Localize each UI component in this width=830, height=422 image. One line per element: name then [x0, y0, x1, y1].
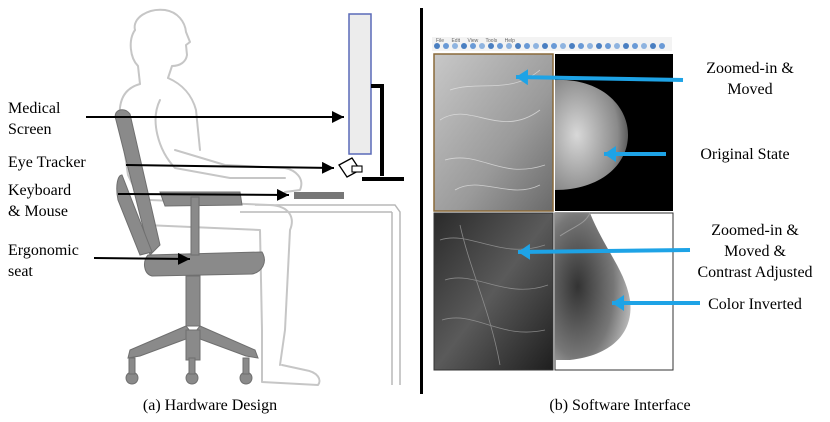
label-ergonomic-seat: Ergonomic seat: [8, 240, 79, 282]
desk: [240, 204, 401, 385]
toolbar-button-icon[interactable]: [488, 43, 494, 49]
label-zoomed-moved-line1: Zoomed-in &: [706, 60, 794, 77]
label-medical-screen-line2: Screen: [8, 121, 52, 138]
toolbar-button-icon[interactable]: [434, 43, 440, 49]
toolbar-button-icon[interactable]: [569, 43, 575, 49]
menu-view[interactable]: View: [467, 38, 479, 44]
chair: [114, 109, 265, 385]
toolbar-button-icon[interactable]: [443, 43, 449, 49]
toolbar-button-icon[interactable]: [650, 43, 656, 49]
label-zmc-line3: Contrast Adjusted: [697, 264, 813, 281]
label-medical-screen: Medical Screen: [8, 98, 60, 140]
label-zmc-line2: Moved &: [724, 243, 786, 260]
tile-bottom-left: [433, 212, 554, 371]
toolbar-button-icon[interactable]: [578, 43, 584, 49]
toolbar-button-icon[interactable]: [632, 43, 638, 49]
software-arrows: [515, 69, 700, 311]
menu-file[interactable]: File: [436, 38, 445, 44]
label-seat-line1: Ergonomic: [8, 242, 79, 259]
label-eye-tracker: Eye Tracker: [8, 154, 86, 171]
toolbar: [434, 43, 665, 49]
toolbar-button-icon[interactable]: [479, 43, 485, 49]
medical-screen: [348, 13, 372, 155]
toolbar-button-icon[interactable]: [659, 43, 665, 49]
keyboard: [294, 192, 344, 199]
toolbar-button-icon[interactable]: [551, 43, 557, 49]
label-zoomed-moved-line2: Moved: [727, 81, 773, 98]
caption-hardware: (a) Hardware Design: [142, 397, 278, 414]
toolbar-button-icon[interactable]: [623, 43, 629, 49]
label-keyboard-mouse: Keyboard & Mouse: [8, 180, 71, 222]
tile-top-left: [433, 53, 554, 212]
label-original-state: Original State: [700, 146, 790, 163]
label-color-inverted: Color Inverted: [708, 296, 802, 313]
toolbar-button-icon[interactable]: [560, 43, 566, 49]
menu-edit[interactable]: Edit: [451, 38, 461, 44]
toolbar-button-icon[interactable]: [452, 43, 458, 49]
toolbar-button-icon[interactable]: [515, 43, 521, 49]
toolbar-button-icon[interactable]: [461, 43, 467, 49]
label-keyboard-line2: & Mouse: [8, 203, 68, 220]
toolbar-button-icon[interactable]: [524, 43, 530, 49]
divider-line: [420, 8, 423, 394]
label-keyboard-line1: Keyboard: [8, 182, 72, 199]
menu-help[interactable]: Help: [504, 38, 515, 44]
label-seat-line2: seat: [8, 263, 33, 280]
hardware-arrows: [86, 111, 344, 265]
label-zmc-line1: Zoomed-in &: [711, 222, 799, 239]
toolbar-button-icon[interactable]: [605, 43, 611, 49]
toolbar-button-icon[interactable]: [533, 43, 539, 49]
label-zoomed-moved: Zoomed-in & Moved: [690, 58, 810, 100]
toolbar-button-icon[interactable]: [542, 43, 548, 49]
tile-bottom-right: [554, 212, 674, 371]
person-outline: [118, 8, 321, 386]
toolbar-button-icon[interactable]: [587, 43, 593, 49]
monitor-arm: [362, 84, 404, 181]
toolbar-button-icon[interactable]: [641, 43, 647, 49]
toolbar-button-icon[interactable]: [614, 43, 620, 49]
menu-bar[interactable]: File Edit View Tools Help: [436, 38, 521, 44]
menu-tools[interactable]: Tools: [485, 38, 498, 44]
toolbar-button-icon[interactable]: [506, 43, 512, 49]
caption-software: (b) Software Interface: [549, 397, 691, 414]
label-medical-screen-line1: Medical: [8, 100, 61, 117]
eye-tracker: [338, 157, 363, 178]
toolbar-button-icon[interactable]: [497, 43, 503, 49]
label-zoomed-moved-contrast: Zoomed-in & Moved & Contrast Adjusted: [690, 220, 820, 283]
toolbar-button-icon[interactable]: [470, 43, 476, 49]
toolbar-button-icon[interactable]: [596, 43, 602, 49]
